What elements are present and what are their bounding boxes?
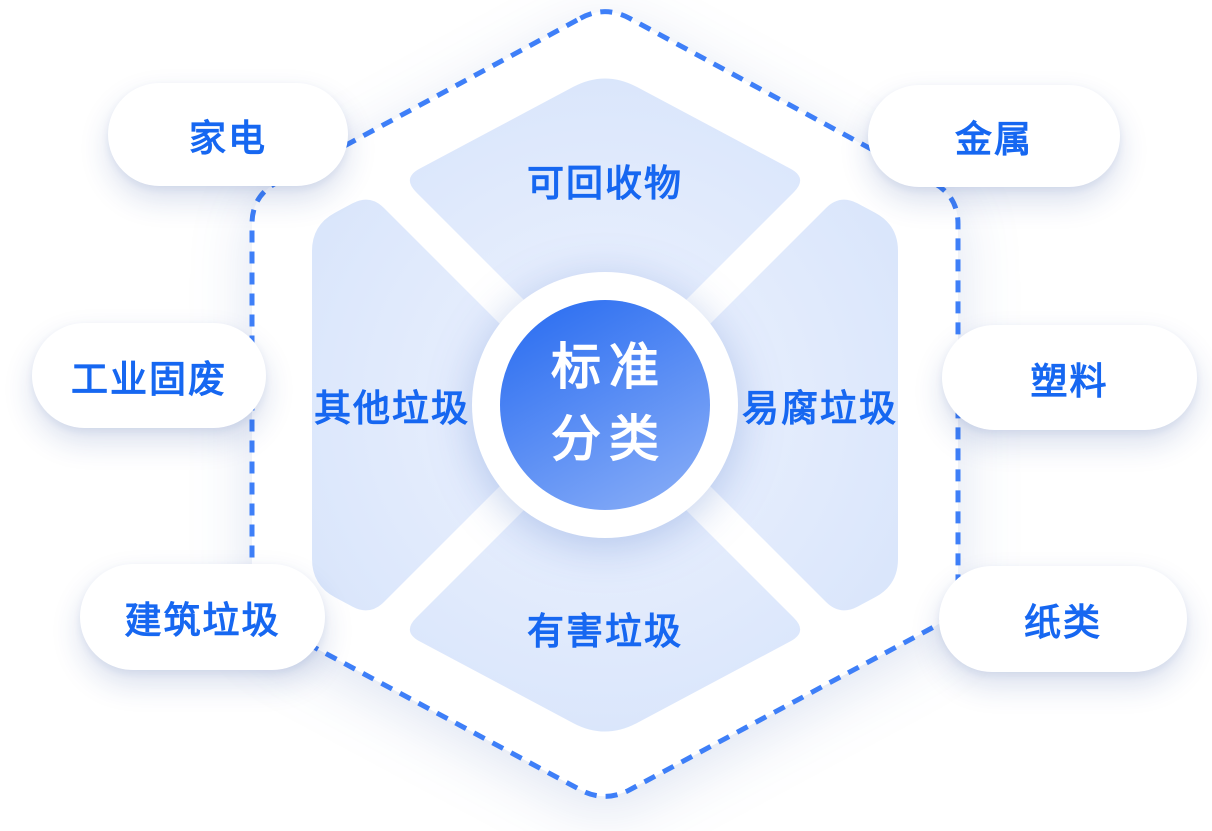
center-title: 标准 分类 bbox=[543, 331, 667, 475]
quadrant-bottom-shape bbox=[409, 433, 801, 732]
satellite-pill-construction-waste: 建筑垃圾 bbox=[80, 564, 325, 670]
satellite-pill-industrial-solid-waste: 工业固废 bbox=[32, 323, 266, 428]
center-title-line1: 标准 bbox=[551, 339, 667, 395]
satellite-pill-label: 工业固废 bbox=[71, 358, 227, 400]
satellite-pill-label: 塑料 bbox=[1030, 360, 1109, 402]
center-circle bbox=[500, 300, 710, 510]
quadrant-right-shape bbox=[633, 199, 898, 611]
satellite-pill-label: 金属 bbox=[955, 119, 1033, 160]
quadrant-label-perishable: 易腐垃圾 bbox=[742, 388, 898, 429]
satellite-pill-plastic: 塑料 bbox=[942, 325, 1197, 430]
satellite-pill-paper: 纸类 bbox=[939, 566, 1187, 672]
quadrant-label-recyclable: 可回收物 bbox=[527, 163, 683, 204]
quadrant-top-shape bbox=[409, 78, 801, 377]
quadrant-label-hazardous: 有害垃圾 bbox=[527, 611, 683, 652]
center-title-line2: 分类 bbox=[551, 411, 667, 467]
satellite-pill-label: 家电 bbox=[189, 117, 267, 159]
quadrant-left-shape bbox=[312, 199, 577, 611]
satellite-pill-home-appliances: 家电 bbox=[108, 83, 348, 186]
satellite-pill-label: 建筑垃圾 bbox=[124, 600, 281, 641]
satellite-pill-label: 纸类 bbox=[1024, 602, 1102, 643]
quadrant-label-other: 其他垃圾 bbox=[314, 388, 470, 429]
satellite-pill-metal: 金属 bbox=[868, 85, 1120, 187]
